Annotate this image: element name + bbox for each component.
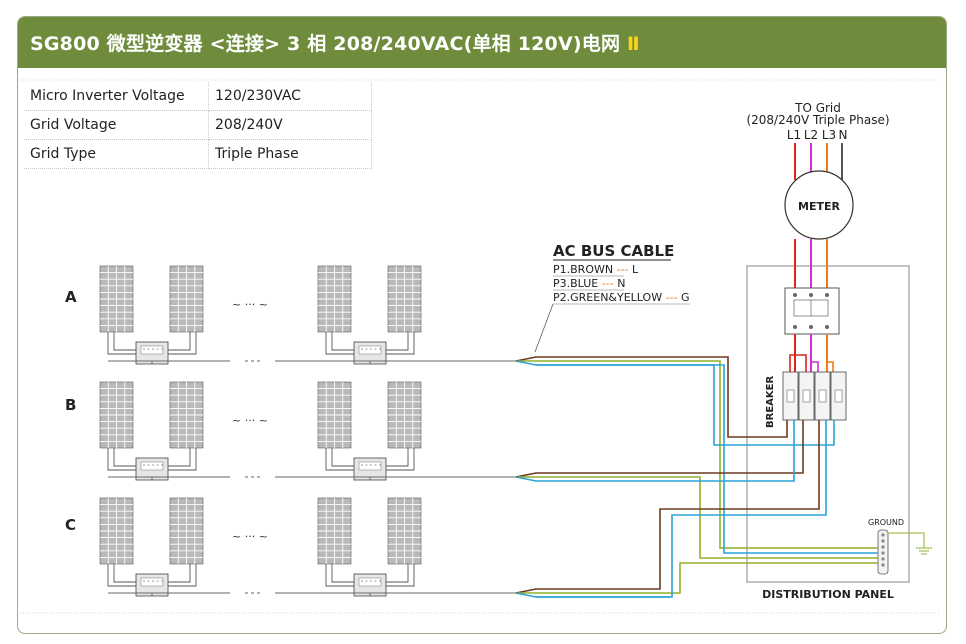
micro-inverter-icon [353, 573, 387, 597]
meter-icon [784, 170, 854, 240]
row-label-b: B [65, 396, 76, 414]
spec-label: Grid Type [24, 139, 209, 169]
spec-label: Micro Inverter Voltage [24, 82, 209, 111]
panel-pair [317, 381, 422, 481]
solar-arrays [99, 265, 516, 597]
ac-bus-code: P2.GREEN&YELLOW [553, 291, 662, 304]
circuit-breaker [830, 371, 847, 421]
solar-panel-icon [169, 265, 204, 333]
ac-bus-conductor: L [632, 263, 639, 276]
row-ellipsis: ~ ··· ~ [232, 298, 268, 311]
ac-bus-legend: AC BUS CABLE P1.BROWN --- L P3.BLUE --- … [534, 242, 690, 353]
header-bar: SG800 微型逆变器 <连接> 3 相 208/240VAC(单相 120V)… [18, 17, 946, 68]
panel-pair [317, 265, 422, 365]
meter-label: METER [798, 200, 840, 213]
panel-pair [317, 497, 422, 597]
svg-text:P2.GREEN&YELLOW --- G: P2.GREEN&YELLOW --- G [553, 291, 690, 304]
trunk-cable [108, 474, 516, 480]
grid-subtitle: (208/240V Triple Phase) [746, 113, 889, 127]
svg-text:P3.BLUE --- N: P3.BLUE --- N [553, 277, 625, 290]
row-ellipsis: ~ ··· ~ [232, 530, 268, 543]
breaker-label: BREAKER [765, 376, 776, 428]
phase-label-n: N [839, 128, 848, 142]
solar-panel-icon [99, 497, 134, 565]
spec-label: Grid Voltage [24, 110, 209, 140]
solar-panel-icon [317, 381, 352, 449]
micro-inverter-icon [135, 341, 169, 365]
phase-label-l2: L2 [804, 128, 818, 142]
breaker-bank [782, 371, 847, 421]
legend-pointer [534, 303, 554, 353]
row-label-a: A [65, 288, 77, 306]
trunk-cable [108, 358, 516, 364]
ac-bus-dash: --- [617, 263, 629, 276]
micro-inverter-icon [353, 341, 387, 365]
solar-panel-icon [387, 497, 422, 565]
title-roman-numeral: Ⅱ [626, 33, 640, 55]
ac-bus-dash: --- [666, 291, 678, 304]
micro-inverter-icon [353, 457, 387, 481]
phase-label-l3: L3 [822, 128, 836, 142]
earth-ground-icon [916, 547, 932, 555]
ac-bus-title: AC BUS CABLE [553, 242, 674, 260]
distribution-panel-label: DISTRIBUTION PANEL [762, 588, 894, 601]
ac-bus-code: P3.BLUE [553, 277, 598, 290]
circuit-breaker [814, 371, 831, 421]
circuit-breaker [798, 371, 815, 421]
solar-panel-icon [317, 497, 352, 565]
main-switch [784, 287, 840, 335]
ground-label: GROUND [868, 518, 904, 527]
page-title: SG800 微型逆变器 <连接> 3 相 208/240VAC(单相 120V)… [30, 29, 640, 56]
ac-bus-code: P1.BROWN [553, 263, 613, 276]
ac-bus-wiring [510, 356, 878, 598]
row-label-c: C [65, 516, 76, 534]
panel-pair [99, 381, 204, 481]
solar-panel-icon [169, 497, 204, 565]
svg-text:P1.BROWN --- L: P1.BROWN --- L [553, 263, 639, 276]
row-ellipsis: ~ ··· ~ [232, 414, 268, 427]
micro-inverter-icon [135, 573, 169, 597]
solar-panel-icon [169, 381, 204, 449]
grid-title: TO Grid [794, 101, 841, 115]
solar-panel-icon [317, 265, 352, 333]
phase-label-l1: L1 [787, 128, 801, 142]
solar-panel-icon [99, 265, 134, 333]
ac-bus-conductor: N [617, 277, 625, 290]
solar-panel-icon [387, 381, 422, 449]
spec-value: 120/230VAC [208, 82, 372, 111]
circuit-breaker [782, 371, 799, 421]
title-text: SG800 微型逆变器 <连接> 3 相 208/240VAC(单相 120V)… [30, 33, 627, 55]
spec-value: Triple Phase [208, 139, 372, 169]
solar-panel-icon [387, 265, 422, 333]
ac-bus-dash: --- [602, 277, 614, 290]
solar-panel-icon [99, 381, 134, 449]
ac-bus-conductor: G [681, 291, 690, 304]
spec-value: 208/240V [208, 110, 372, 140]
panel-pair [99, 497, 204, 597]
panel-pair [99, 265, 204, 365]
trunk-cable [108, 590, 516, 596]
